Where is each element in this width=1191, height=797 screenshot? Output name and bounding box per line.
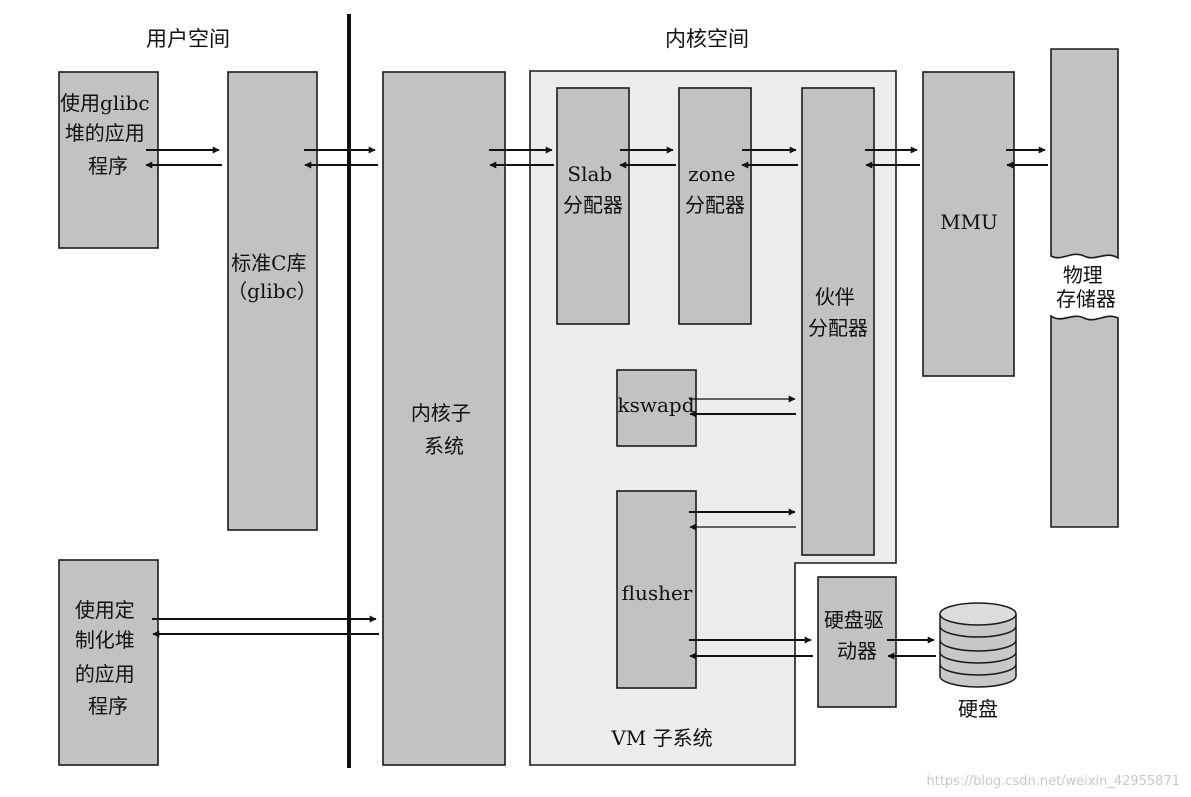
glibc-app-box [58, 71, 159, 249]
flusher-box [616, 490, 697, 689]
zone-allocator-box [678, 87, 752, 325]
buddy-allocator-box [801, 87, 875, 556]
kernel-subsystem-box [382, 71, 506, 766]
kswapd-label: kswapd [617, 393, 694, 417]
physical-memory-box-bottom [1050, 314, 1119, 528]
watermark: https://blog.csdn.net/weixin_42955871 [926, 774, 1180, 789]
zone-allocator-label: zone 分配器 [685, 162, 745, 217]
arrows [145, 146, 1048, 660]
custom-app-box [58, 559, 159, 766]
kswapd-box [616, 369, 697, 447]
hard-disk-label: 硬盘 [958, 697, 998, 721]
physical-memory-box-top [1050, 48, 1119, 260]
kernel-subsystem-label: 内核子 系统 [411, 401, 477, 458]
mmu-box [922, 71, 1015, 377]
hard-disk-icon [939, 602, 1017, 688]
glibc-app-label: 使用glibc 堆的应用 程序 [60, 91, 156, 178]
vm-subsystem-label: VM 子系统 [610, 726, 712, 750]
slab-allocator-box [556, 87, 630, 325]
mmu-label: MMU [940, 210, 998, 234]
libc-box [227, 71, 318, 531]
buddy-allocator-label: 伙伴 分配器 [808, 285, 868, 340]
libc-label: 标准C库 （glibc） [227, 251, 317, 303]
flusher-label: flusher [622, 581, 693, 605]
physical-memory-label: 物理 存储器 [1056, 263, 1116, 311]
user-space-header: 用户空间 [146, 27, 230, 51]
slab-allocator-label: Slab 分配器 [563, 162, 623, 217]
custom-app-label: 使用定 制化堆 的应用 程序 [75, 598, 141, 718]
disk-driver-label: 硬盘驱 动器 [824, 608, 890, 663]
disk-driver-box [817, 576, 897, 708]
kernel-space-header: 内核空间 [665, 27, 749, 51]
